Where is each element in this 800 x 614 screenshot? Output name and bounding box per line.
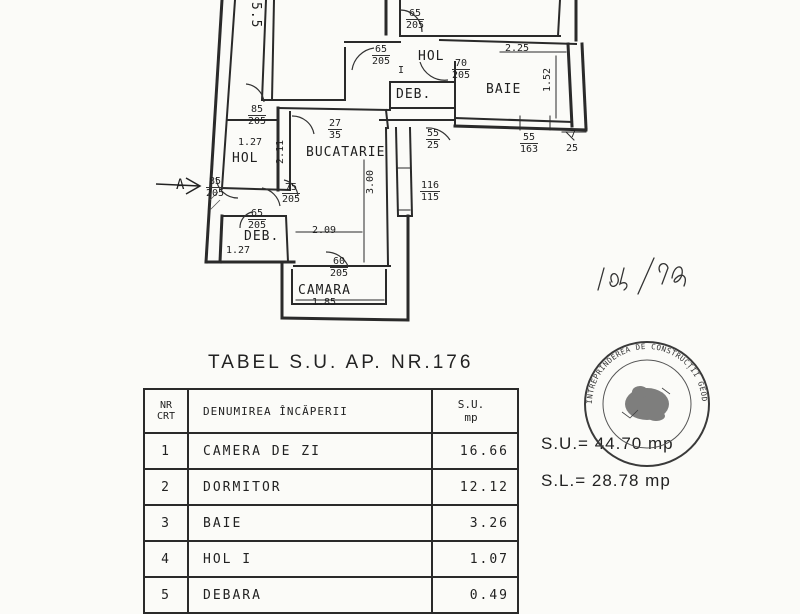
dim-2-25: 2.25 — [505, 43, 530, 54]
dim-5-5: 5.5 — [248, 2, 263, 29]
dim-2-11: 2.11 — [275, 139, 286, 164]
cell-su: 3.26 — [431, 504, 519, 542]
cell-su: 1.07 — [431, 540, 519, 578]
cell-nr: 2 — [143, 468, 189, 506]
handwritten-signature — [597, 257, 686, 295]
cell-nr: 3 — [143, 504, 189, 542]
room-number-hol-upper: I — [398, 65, 405, 76]
cell-name: HOL I — [187, 540, 433, 578]
dim-1-27-lower: 1.27 — [226, 245, 251, 256]
cell-nr: 4 — [143, 540, 189, 578]
dim-2-09: 2.09 — [312, 225, 337, 236]
cell-name: DORMITOR — [187, 468, 433, 506]
dim-1-52: 1.52 — [542, 67, 553, 92]
room-label-camara: CAMARA — [298, 283, 351, 298]
table-title: TABEL S.U. AP. NR.176 — [208, 352, 474, 373]
dim-7: 7 — [570, 129, 577, 140]
official-stamp: ÎNTREPRINDEREA DE CONSTRUCȚII GEODEZIE Ș… — [572, 332, 710, 467]
cell-name: DEBARA — [187, 576, 433, 614]
table-row: 2 DORMITOR 12.12 — [143, 468, 519, 506]
room-label-hol-lower: HOL — [232, 151, 259, 166]
sl-total: S.L.= 28.78 mp — [541, 471, 671, 490]
room-label-bucatarie: BUCATARIE — [306, 145, 386, 160]
room-label-hol-upper: HOL — [418, 49, 445, 64]
dim-25: 25 — [566, 143, 579, 154]
cell-su: 0.49 — [431, 576, 519, 614]
table-row: 5 DEBARA 0.49 — [143, 576, 519, 614]
cell-nr: 1 — [143, 432, 189, 470]
cell-su: 12.12 — [431, 468, 519, 506]
room-area-table: NR CRT DENUMIREA ÎNCĂPERII S.U. mp 1 CAM… — [143, 388, 519, 614]
table-row: 3 BAIE 3.26 — [143, 504, 519, 542]
table-header-row: NR CRT DENUMIREA ÎNCĂPERII S.U. mp — [143, 388, 519, 434]
header-name: DENUMIREA ÎNCĂPERII — [187, 388, 433, 434]
dim-1-27-upper: 1.27 — [238, 137, 263, 148]
cell-name: CAMERA DE ZI — [187, 432, 433, 470]
room-label-deb-upper: DEB. — [396, 87, 432, 102]
header-su: S.U. mp — [431, 388, 519, 434]
floor-plan — [155, 0, 588, 322]
cell-name: BAIE — [187, 504, 433, 542]
entrance-marker: A — [176, 177, 185, 193]
dim-3-00: 3.00 — [365, 169, 376, 194]
room-label-deb-lower: DEB. — [244, 229, 280, 244]
su-total: S.U.= 44.70 mp — [541, 434, 674, 453]
room-label-baie: BAIE — [486, 82, 522, 97]
table-row: 1 CAMERA DE ZI 16.66 — [143, 432, 519, 470]
table-row: 4 HOL I 1.07 — [143, 540, 519, 578]
dim-1-85: 1.85 — [312, 297, 337, 308]
cell-nr: 5 — [143, 576, 189, 614]
header-nr: NR CRT — [143, 388, 189, 434]
cell-su: 16.66 — [431, 432, 519, 470]
